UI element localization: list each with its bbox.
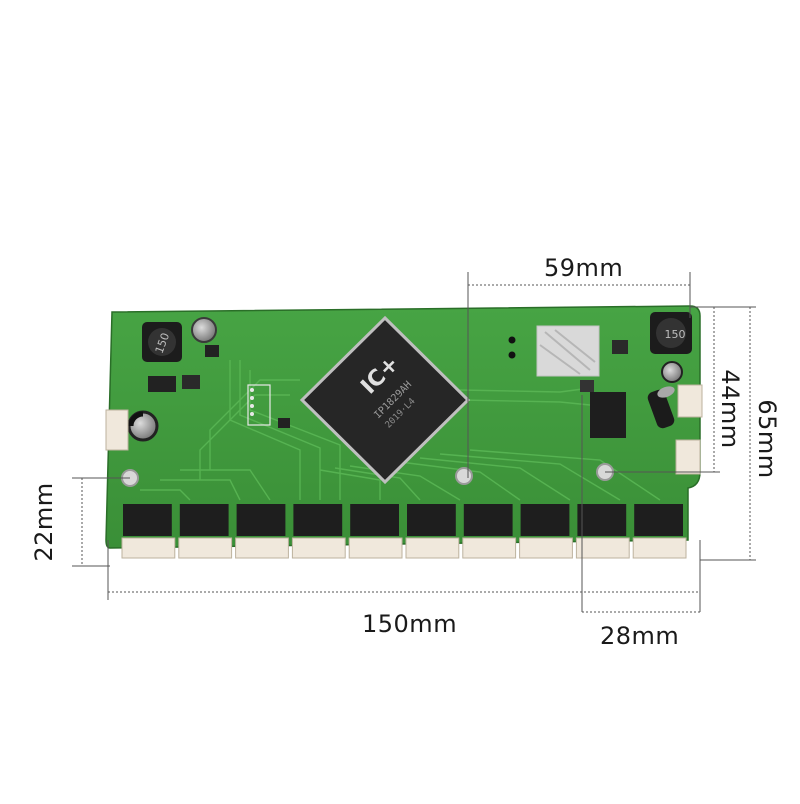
dim-65mm-label: 65mm [753,399,781,479]
port-connector [462,537,517,559]
dim-22mm-label: 22mm [30,482,58,562]
capacitors [127,317,683,442]
inductor-left: 150 [142,322,182,362]
transformer [634,504,683,536]
dim-28mm-label: 28mm [600,622,680,650]
dim-59mm-label: 59mm [544,254,624,282]
port-connector [348,537,403,559]
port-connector [178,537,233,559]
port-connector [235,537,289,559]
transformer [350,504,399,536]
transformer-row [123,504,683,536]
transformer [123,504,172,536]
transformer [407,504,456,536]
connector-row [121,537,687,559]
inductor-right: 150 [650,312,692,354]
dimension-lines [72,272,756,613]
port-connector [632,537,687,559]
port-connector [575,537,630,559]
transformer [520,504,570,536]
dim-150mm-label: 150mm [362,610,458,638]
transformer [463,504,513,536]
svg-text:150: 150 [665,328,686,341]
transformer [293,504,343,536]
transformer [236,504,286,536]
main-chip: IC+ IP1829AH 2019·L4 [299,315,471,485]
port-connector [405,537,460,559]
pcb-board: IC+ IP1829AH 2019·L4 150 [105,305,703,549]
port-connector [291,537,346,559]
dim-44mm-label: 44mm [716,369,744,449]
port-connector [519,537,573,559]
transformer [179,504,229,536]
transformer [577,504,627,536]
port-connector [121,537,176,559]
